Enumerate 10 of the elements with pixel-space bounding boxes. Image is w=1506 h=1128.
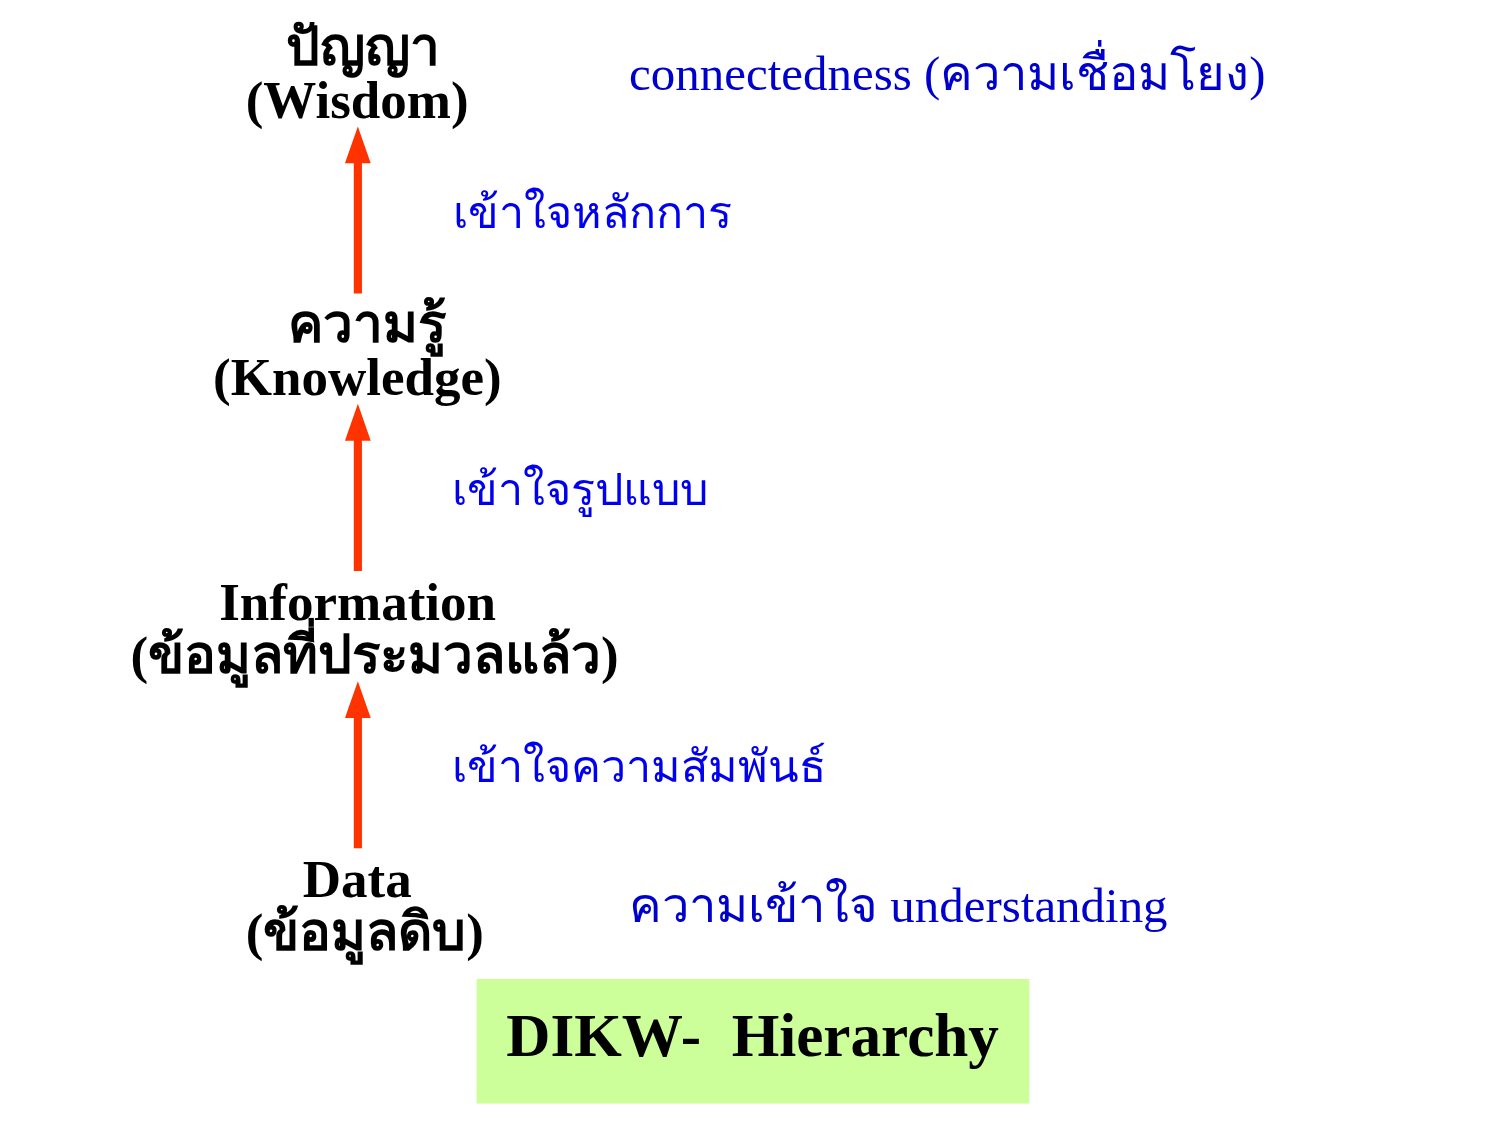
node-text: ความรู้ (Knowledge): [213, 295, 502, 407]
diagram-title: DIKW- Hierarchy: [506, 1000, 999, 1069]
arrow: [344, 403, 371, 571]
node-text: ปัญญา (Wisdom): [245, 17, 469, 129]
edge-label: เข้าใจรูปแบบ: [451, 465, 708, 516]
edge-label: เข้าใจหลักการ: [452, 187, 732, 238]
label: ความเข้าใจ understanding: [629, 878, 1168, 934]
edge-label: เข้าใจความสัมพันธ์: [451, 742, 826, 793]
arrow: [344, 126, 371, 294]
arrow: [344, 681, 371, 849]
